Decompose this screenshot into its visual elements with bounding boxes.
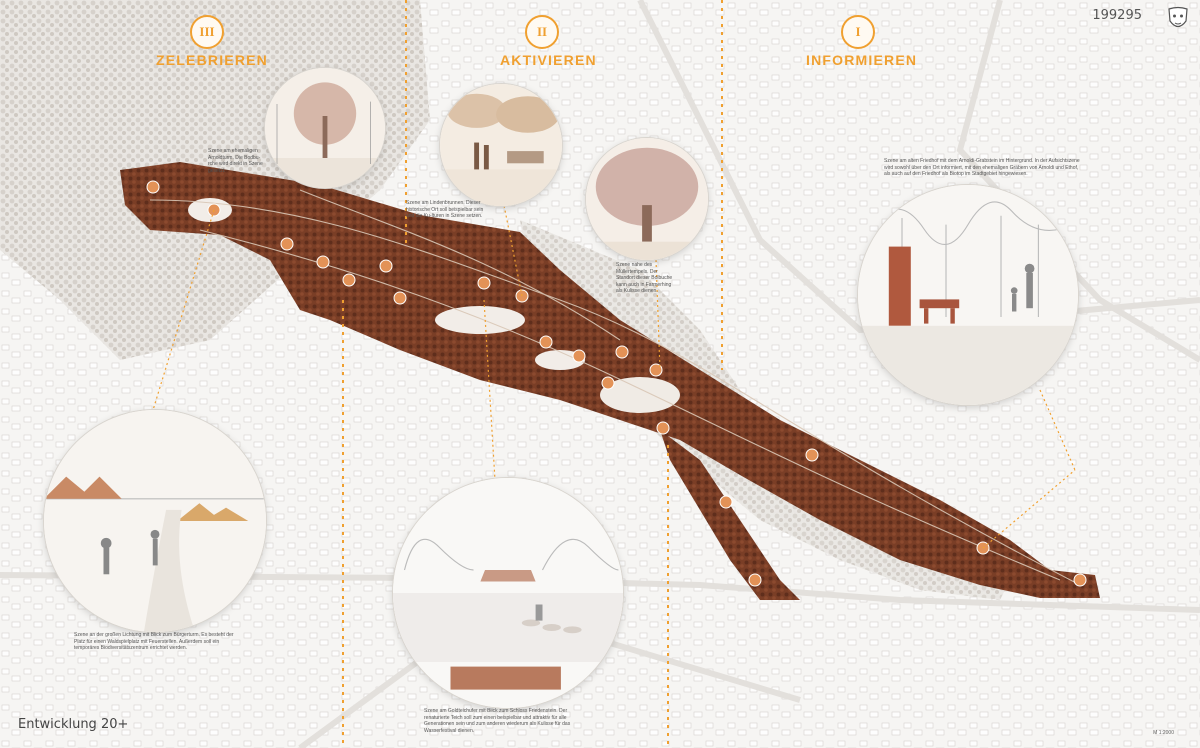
phase-2-badge: II [525,15,559,49]
scene-arnold-tower [265,68,385,188]
caption-cemetery: Szene am alten Friedhof mit dem Arnoldi-… [884,158,1080,177]
caption-mueller-temple: Szene nahe des Müllertempels. Der Stando… [616,262,673,294]
mask-icon [1168,6,1188,28]
phase-2-title: AKTIVIEREN [500,52,597,68]
phase-3-title: ZELEBRIEREN [156,52,268,68]
caption-clearing: Szene an der großen Lichtung mit Blick z… [74,632,234,651]
caption-arnold-tower: Szene am ehemaligen Arnoldturm. Die Bodb… [208,148,263,174]
project-number: 199295 [1092,8,1142,23]
scene-mueller-temple [586,138,708,260]
scene-pond [393,478,623,708]
scene-cemetery [858,185,1078,405]
caption-linden-well: Szene am Lindenbrunnen. Dieser historisc… [406,200,484,219]
scene-linden-well [440,84,562,206]
phase-1-title: INFORMIEREN [806,52,918,68]
scene-clearing [44,410,266,632]
scale-label: M 1:2000 [1153,730,1174,736]
caption-pond: Szene am Goldteichufer mit Blick zum Sch… [424,708,571,734]
development-label: Entwicklung 20+ [18,717,129,732]
phase-1-badge: I [841,15,875,49]
phase-3-badge: III [190,15,224,49]
